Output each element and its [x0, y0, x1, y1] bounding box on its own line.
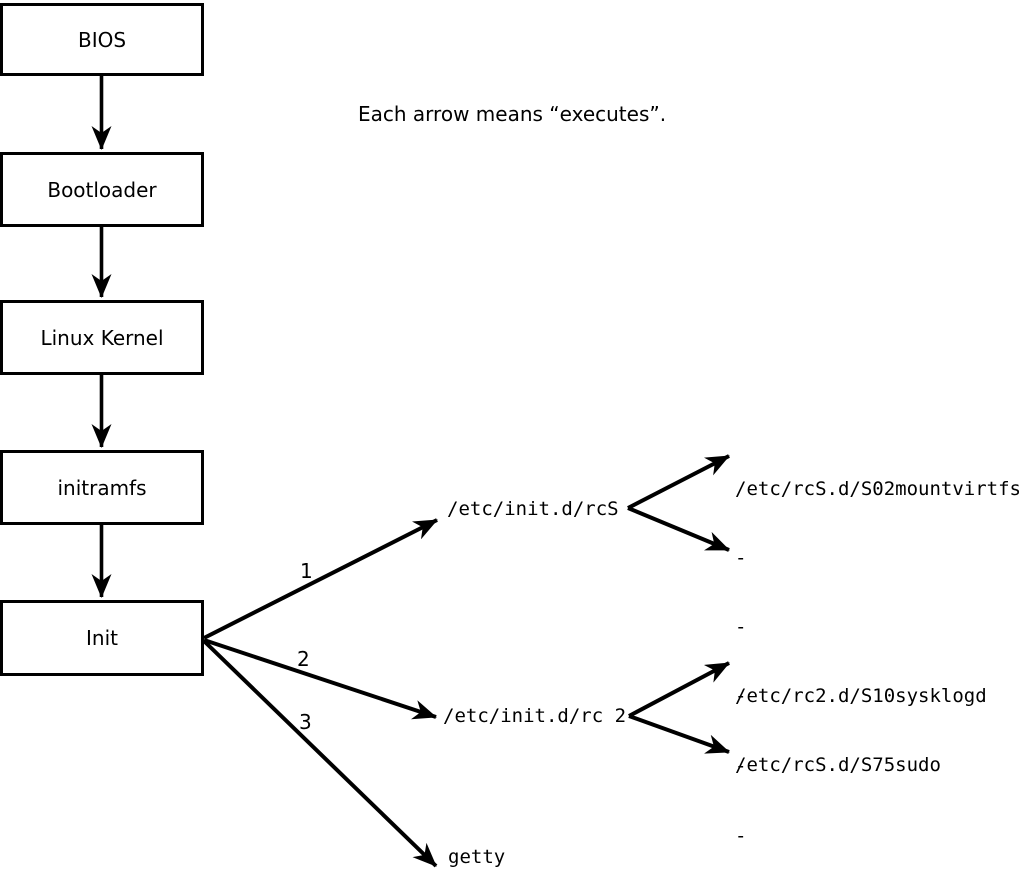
legend-note: Each arrow means “executes”.	[358, 102, 667, 126]
node-initramfs-label: initramfs	[57, 475, 147, 500]
node-init-label: Init	[86, 626, 118, 650]
arrow-rc2-to-S99gdm	[628, 714, 730, 754]
node-bios-label: BIOS	[77, 27, 127, 52]
rcS-ellipsis-dash: -	[735, 616, 747, 638]
arrow-init-to-rc2	[203, 638, 437, 720]
node-rcS-script-S02mountvirtfs: /etc/rcS.d/S02mountvirtfs	[735, 478, 1021, 500]
node-linux-kernel-label: Linux Kernel	[40, 325, 164, 350]
node-getty: getty	[448, 846, 506, 868]
node-rc2-script-S10sysklogd: /etc/rc2.d/S10sysklogd	[735, 685, 987, 707]
node-etc-init-d-rc2: /etc/init.d/rc 2	[443, 705, 627, 727]
rcS-children-list: /etc/rcS.d/S02mountvirtfs - - - /etc/rcS…	[735, 433, 1021, 822]
arrow-init-to-getty	[202, 639, 438, 868]
node-rcS-script-S75sudo: /etc/rcS.d/S75sudo	[735, 754, 941, 776]
rc2-ellipsis-dash: -	[735, 755, 747, 777]
edge-number-2: 2	[297, 647, 310, 671]
node-bootloader-label: Bootloader	[47, 177, 157, 202]
node-etc-init-d-rcS: /etc/init.d/rcS	[447, 498, 619, 520]
node-bootloader: Bootloader	[0, 152, 204, 227]
rcS-ellipsis-dash: -	[735, 547, 747, 569]
arrow-rcS-to-S75sudo	[627, 506, 730, 552]
rc2-children-list: /etc/rc2.d/S10sysklogd - - - /etc/rc2.d/…	[735, 639, 987, 875]
node-linux-kernel: Linux Kernel	[0, 300, 204, 375]
node-bios: BIOS	[0, 3, 204, 76]
arrow-init-to-rcS	[203, 518, 438, 640]
arrow-rc2-to-S10sysklogd	[628, 661, 730, 718]
arrow-rcS-to-S02mountvirtfs	[627, 454, 730, 510]
edge-number-3: 3	[299, 710, 312, 734]
node-init: Init	[0, 600, 204, 676]
edge-number-1: 1	[300, 559, 313, 583]
node-initramfs: initramfs	[0, 450, 204, 525]
rc2-ellipsis-dash: -	[735, 825, 747, 847]
rcS-ellipsis-dash: -	[735, 685, 747, 707]
